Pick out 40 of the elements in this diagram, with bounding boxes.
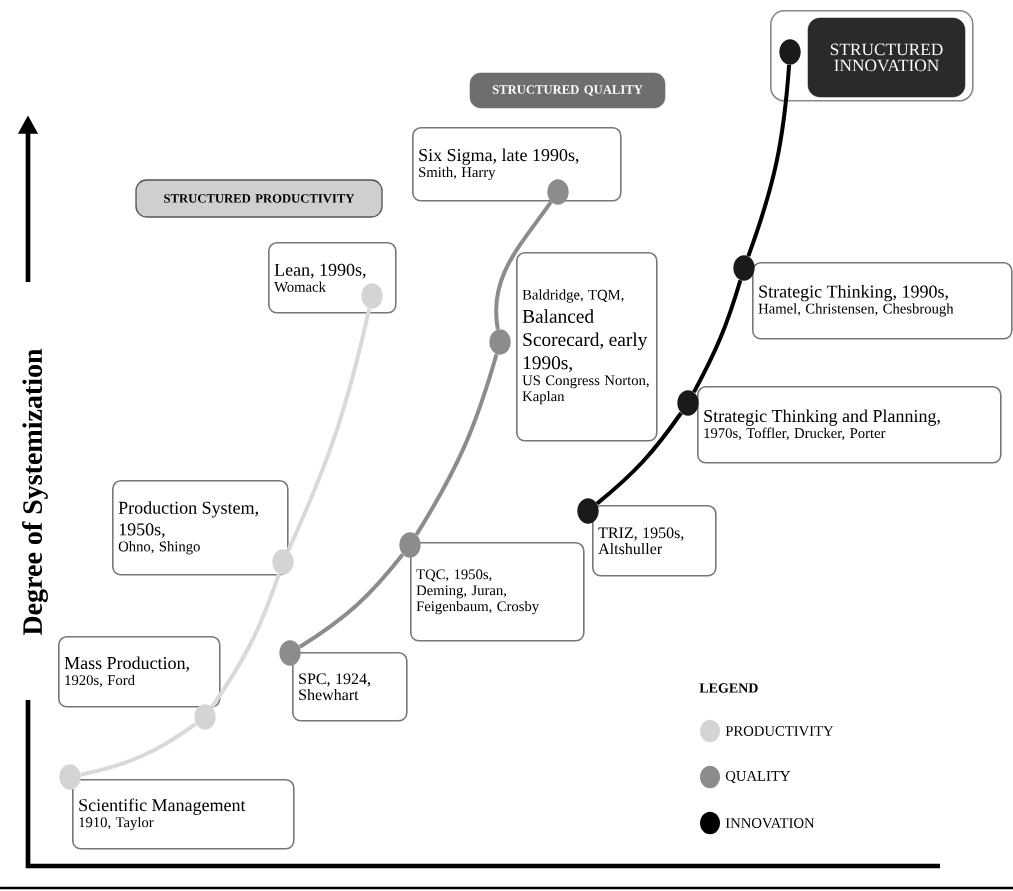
curve-line (210, 573, 281, 709)
axis-label: Degree of Systemization (22, 348, 48, 636)
milestone-box: Lean, 1990s, Womack (268, 242, 397, 314)
legend-label: INNOVATION (725, 818, 815, 828)
milestone-box: Scientific Management 1910, Taylor (72, 779, 295, 850)
milestone-box: Baldridge, TQM, Balanced Scorecard, early 1990s, US Congress Norton, Kaplan (516, 252, 658, 442)
timeline-dot (577, 498, 599, 524)
milestone-box: Mass Production, 1920s, Ford (58, 636, 221, 708)
milestone-box: Strategic Thinking and Planning, 1970s, Toffler, Drucker, Porter (697, 386, 1002, 464)
curve-line (286, 308, 372, 552)
timeline-dot (399, 532, 421, 558)
timeline-dot (361, 283, 383, 309)
timeline-dot (59, 764, 81, 790)
milestone-box: Production System, 1950s, Ohno, Shingo (112, 480, 289, 576)
section-badge: STRUCTURED INNOVATION (807, 17, 966, 98)
timeline-dot (194, 704, 216, 730)
curve-line (414, 353, 499, 536)
timeline-dot (733, 255, 755, 281)
section-badge: STRUCTURED PRODUCTIVITY (135, 179, 383, 218)
section-badge: STRUCTURED QUALITY (469, 72, 666, 109)
curve-line (494, 200, 553, 330)
curve-line (80, 722, 197, 777)
milestone-box: Strategic Thinking, 1990s, Hamel, Christensen, Chesbrough (752, 262, 1013, 340)
timeline-dot (779, 39, 801, 65)
legend-label: QUALITY (725, 770, 791, 784)
timeline-dot (547, 179, 569, 205)
timeline-dot (489, 329, 511, 355)
curve-line (746, 64, 792, 257)
timeline-dot (677, 390, 699, 416)
milestone-box: SPC, 1924, Shewhart (292, 652, 408, 722)
curve-line (298, 553, 405, 649)
milestone-box: TRIZ, 1950s, Altshuller (592, 505, 717, 577)
milestone-box: TQC, 1950s, Deming, Juran, Feigenbaum, Crosby (410, 542, 585, 642)
milestone-box: Six Sigma, late 1990s, Smith, Harry (412, 127, 622, 202)
legend-title: LEGEND (699, 683, 758, 693)
timeline-dot (279, 640, 301, 666)
legend-label: PRODUCTIVITY (725, 726, 834, 736)
curve-line (595, 411, 683, 506)
curve-line (692, 279, 743, 394)
timeline-dot (272, 549, 294, 575)
